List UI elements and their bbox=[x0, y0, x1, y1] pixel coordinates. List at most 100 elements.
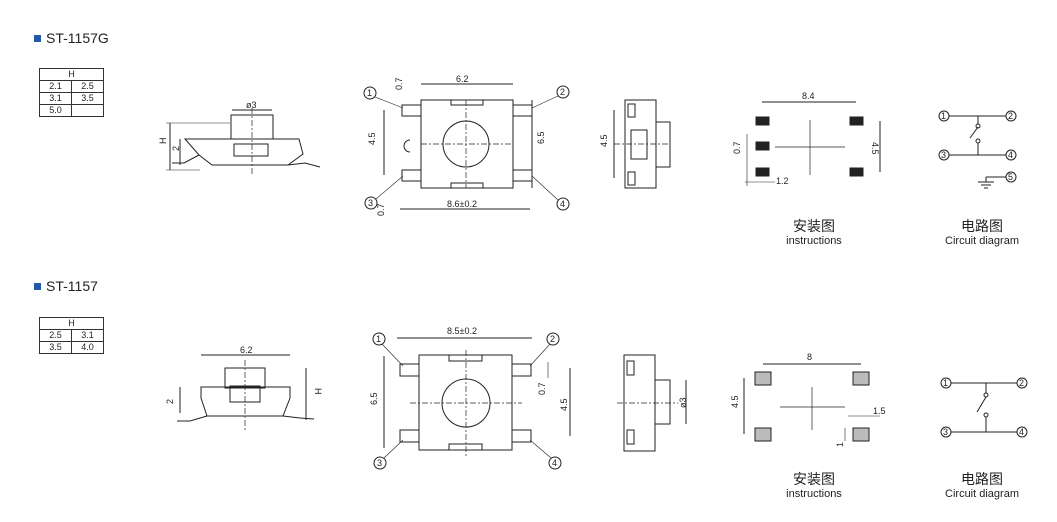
caption-cn: 安装图 bbox=[793, 219, 835, 235]
side-view-st1157g: ø3 H 2 bbox=[158, 100, 321, 176]
switch-node bbox=[975, 123, 981, 129]
pin-pad bbox=[399, 363, 420, 377]
solder-pad bbox=[852, 371, 870, 386]
leader-line bbox=[383, 439, 404, 459]
pin-pad bbox=[399, 429, 420, 443]
pin-number: 3 bbox=[377, 458, 382, 468]
pin-number: 1 bbox=[376, 334, 381, 344]
pin-marker bbox=[363, 86, 377, 100]
switch-node bbox=[975, 138, 981, 144]
pin-number: 1 bbox=[367, 88, 372, 98]
pin-number: 3 bbox=[941, 150, 946, 160]
dim-label: 4.5 bbox=[730, 395, 740, 408]
leader-line bbox=[531, 175, 559, 201]
dim-label: 1 bbox=[835, 442, 845, 447]
pin-pad bbox=[512, 104, 533, 117]
leader-line bbox=[374, 96, 404, 109]
pin-marker bbox=[546, 332, 560, 346]
caption-cn: 安装图 bbox=[793, 472, 835, 488]
pin-marker bbox=[372, 332, 386, 346]
switch-contact bbox=[976, 396, 987, 413]
switch-node bbox=[983, 412, 989, 418]
table-cell bbox=[71, 104, 104, 117]
lead-outline bbox=[172, 154, 321, 168]
dim-label: 6.5 bbox=[369, 392, 379, 405]
leader-line bbox=[381, 343, 404, 367]
dim-label: 6.2 bbox=[240, 345, 253, 355]
pin-marker bbox=[373, 456, 387, 470]
pin-number: 4 bbox=[1019, 427, 1024, 437]
solder-pad bbox=[755, 116, 770, 126]
side-view-st1157: 6.2 H 2 bbox=[165, 345, 323, 430]
pin-number: 4 bbox=[560, 199, 565, 209]
pin-number: 2 bbox=[560, 87, 565, 97]
dim-label: 4.5 bbox=[367, 132, 377, 145]
install-diagram-st1157g: 8.4 4.5 0.7 1.2 bbox=[732, 91, 881, 186]
pin-number: 5 bbox=[1008, 172, 1013, 182]
pin-number: 2 bbox=[1008, 111, 1013, 121]
solder-pad bbox=[852, 427, 870, 442]
end-view-st1157g: 4.5 bbox=[599, 99, 671, 189]
pin-marker bbox=[548, 456, 562, 470]
leader-line bbox=[375, 175, 404, 200]
section-title-text: ST-1157G bbox=[46, 30, 109, 46]
actuator-outline bbox=[655, 121, 671, 168]
solder-pad bbox=[849, 116, 864, 126]
install-caption-st1157g: 安装图 instructions bbox=[762, 219, 866, 247]
switch-contact bbox=[969, 126, 979, 139]
pin-number: 2 bbox=[550, 334, 555, 344]
leader-line bbox=[531, 95, 559, 109]
pin-marker bbox=[556, 197, 570, 211]
circuit-caption-st1157g: 电路图 Circuit diagram bbox=[930, 219, 1034, 247]
dim-label: 0.7 bbox=[394, 77, 404, 90]
dim-label: ø3 bbox=[678, 397, 688, 408]
pin-pad bbox=[401, 104, 422, 117]
dim-label: 6.5 bbox=[536, 131, 546, 144]
dim-label: 1.5 bbox=[873, 406, 886, 416]
top-view-st1157: 8.5±0.2 6.5 4.5 0.7 1 2 3 4 bbox=[369, 326, 571, 470]
stem-outline bbox=[229, 385, 261, 403]
dim-label: 4.5 bbox=[559, 398, 569, 411]
notch-outline bbox=[450, 182, 484, 189]
actuator-outline bbox=[654, 379, 671, 425]
pin-number: 4 bbox=[552, 458, 557, 468]
pin-marker bbox=[556, 85, 570, 99]
table-cell: 4.0 bbox=[71, 341, 104, 354]
pin-marker bbox=[364, 196, 378, 210]
section-title-text: ST-1157 bbox=[46, 278, 98, 294]
caption-en: Circuit diagram bbox=[945, 488, 1019, 500]
dim-label: 4.5 bbox=[599, 134, 609, 147]
dim-label: 2 bbox=[171, 146, 181, 151]
pin-pad bbox=[401, 169, 422, 182]
caption-en: instructions bbox=[786, 488, 842, 500]
circuit-diagram-st1157g: 1 2 3 4 5 bbox=[938, 110, 1017, 189]
pin-pad bbox=[511, 363, 532, 377]
pin-outline bbox=[626, 360, 635, 376]
solder-pad bbox=[754, 427, 772, 442]
dim-label: 8.6±0.2 bbox=[447, 199, 477, 209]
dim-label: 8 bbox=[807, 352, 812, 362]
caption-en: instructions bbox=[786, 235, 842, 247]
notch-outline bbox=[450, 99, 484, 106]
caption-en: Circuit diagram bbox=[945, 235, 1019, 247]
ground-tab bbox=[403, 139, 411, 153]
stem-outline bbox=[233, 143, 269, 157]
dim-label: ø3 bbox=[246, 100, 257, 110]
notch-outline bbox=[448, 443, 483, 451]
section-title-st1157: ST-1157 bbox=[34, 278, 98, 294]
bullet-square-icon bbox=[34, 34, 41, 42]
caption-cn: 电路图 bbox=[961, 472, 1003, 488]
dim-label: 6.2 bbox=[456, 74, 469, 84]
dim-label: H bbox=[158, 138, 168, 145]
notch-outline bbox=[448, 354, 483, 362]
pin-outline bbox=[626, 429, 635, 445]
pin-outline bbox=[627, 103, 636, 118]
pin-pad bbox=[512, 169, 533, 182]
circuit-diagram-st1157: 1 2 3 4 bbox=[940, 377, 1028, 438]
body-outline bbox=[418, 354, 513, 451]
section-title-st1157g: ST-1157G bbox=[34, 30, 109, 46]
leader-line bbox=[529, 343, 551, 367]
stem-outline bbox=[630, 129, 648, 160]
